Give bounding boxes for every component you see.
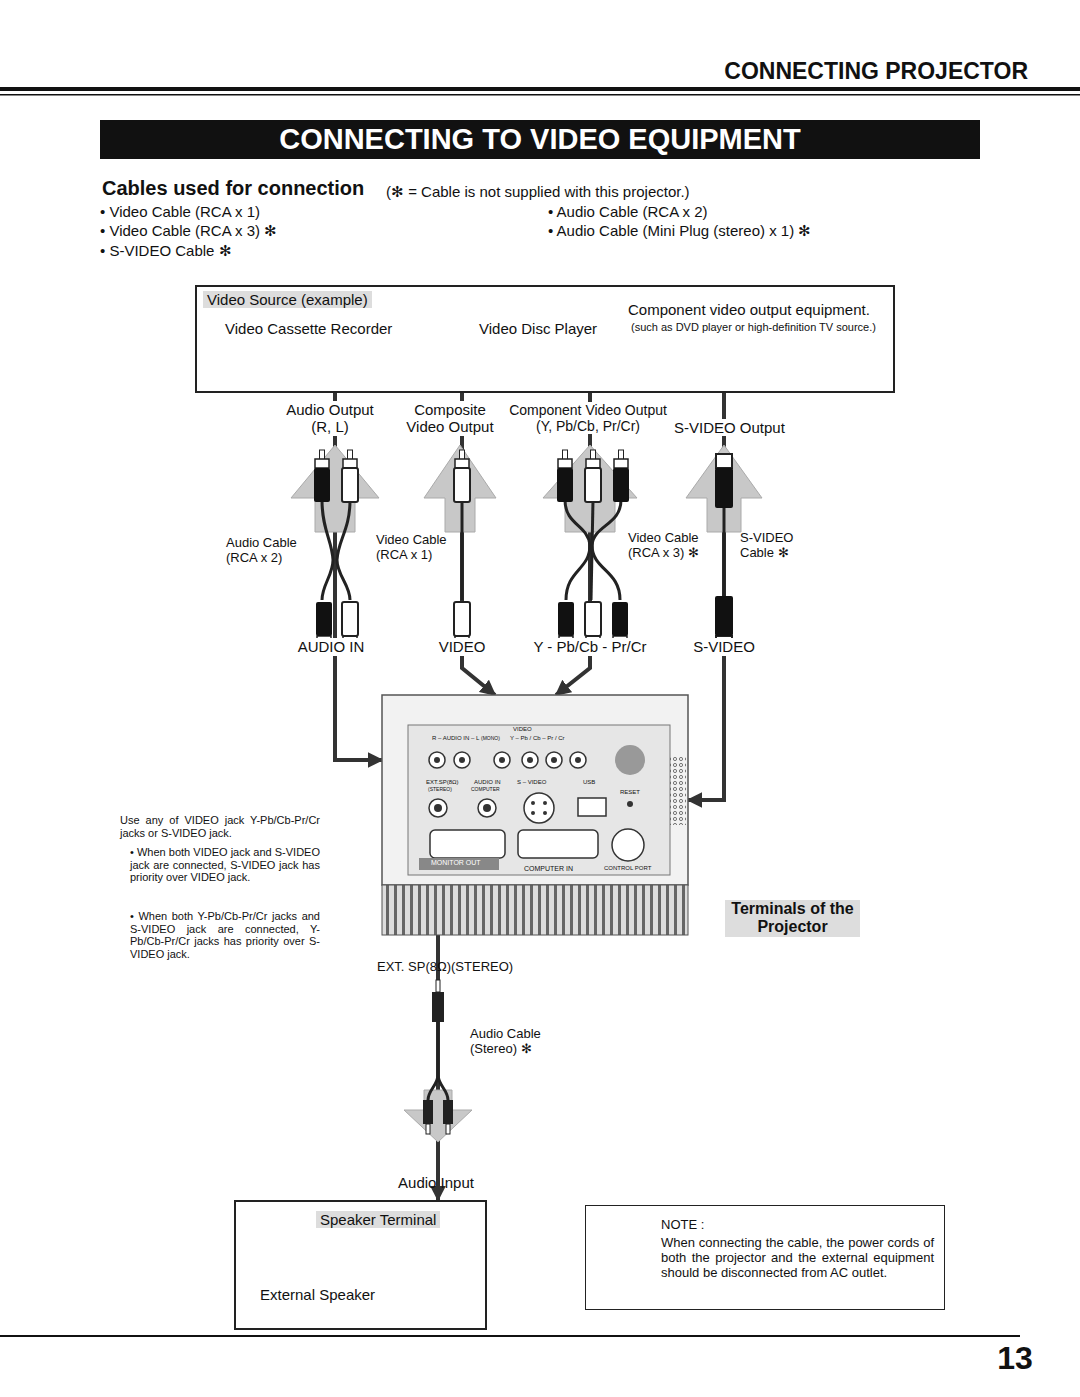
label: S-VIDEO Cable ✻ — [740, 531, 806, 561]
node-text: AUDIO IN — [474, 779, 501, 786]
node-text: EXT.SP(8Ω) — [426, 779, 459, 786]
label: • Audio Cable (RCA x 2) — [548, 203, 708, 220]
label: • When both Y-Pb/Cb-Pr/Cr jacks and S-VI… — [130, 910, 320, 961]
title-band: CONNECTING TO VIDEO EQUIPMENT — [100, 120, 980, 159]
node-text: COMPUTER — [471, 787, 500, 793]
label: • Video Cable (RCA x 1) — [100, 203, 260, 220]
node-text: MONITOR OUT — [431, 859, 481, 867]
component-cable — [565, 500, 621, 600]
label: • S-VIDEO Cable ✻ — [100, 242, 232, 259]
connector-label: AUDIO IN — [295, 638, 368, 655]
label: • Audio Cable (Mini Plug (stereo) x 1) ✻ — [548, 222, 811, 239]
node-text: Speaker Terminal — [316, 1211, 440, 1228]
label: Audio Cable (Stereo) ✻ — [470, 1027, 560, 1057]
node-text: VIDEO — [513, 726, 532, 733]
video-source-box: Video Source (example) Video Cassette Rec… — [195, 285, 895, 393]
projector-terminal-panel: R – AUDIO IN – L(MONO) VIDEO Y – Pb / Cb –… — [382, 695, 688, 935]
label: Component Video Output (Y, Pb/Cb, Pr/Cr) — [503, 402, 673, 434]
node-text: RESET — [620, 789, 640, 796]
label: Audio Cable (RCA x 2) — [226, 536, 310, 566]
label: 13 — [990, 1340, 1040, 1377]
connector-label: VIDEO — [436, 638, 489, 655]
label: Video Cable (RCA x 1) — [376, 533, 454, 563]
connector-label: Y - Pb/Cb - Pr/Cr — [530, 638, 649, 655]
label: (✻ = Cable is not supplied with this pro… — [386, 183, 690, 200]
node-text: Video Source (example) — [203, 291, 372, 308]
plug-direction-arrow — [291, 445, 762, 1142]
connector-label: S-VIDEO — [690, 638, 758, 655]
note-box: NOTE : When connecting the cable, the pow… — [585, 1205, 945, 1310]
label: Composite Video Output — [400, 401, 500, 436]
label: Terminals of the Projector — [725, 900, 860, 937]
node-text: (such as DVD player or high-definition T… — [631, 321, 876, 334]
node-text: COMPUTER IN — [524, 865, 573, 873]
node-text: Video Cassette Recorder — [225, 320, 392, 337]
node-text: Video Disc Player — [479, 320, 597, 337]
label: S-VIDEO Output — [674, 419, 785, 436]
node-text: Y – Pb / Cb – Pr / Cr — [510, 735, 565, 742]
node-text: External Speaker — [260, 1286, 375, 1303]
node-text: When connecting the cable, the power cor… — [661, 1236, 934, 1281]
label: Use any of VIDEO jack Y-Pb/Cb-Pr/Cr jack… — [120, 814, 320, 839]
stereo-cable — [423, 980, 453, 1134]
label: CONNECTING PROJECTOR — [560, 58, 1028, 84]
node-text: (STEREO) — [428, 787, 452, 793]
label: • Video Cable (RCA x 3) ✻ — [100, 222, 277, 239]
label: Audio Output (R, L) — [280, 401, 380, 436]
node-text: (MONO) — [481, 736, 500, 742]
projector-panel — [382, 695, 688, 935]
title: CONNECTING TO VIDEO EQUIPMENT — [100, 123, 980, 156]
label: • When both VIDEO jack and S-VIDEO jack … — [130, 846, 320, 884]
label: Audio Input — [386, 1174, 486, 1191]
node-text: R – AUDIO IN – L — [432, 735, 479, 742]
node-text: USB — [583, 779, 595, 786]
audio-cable — [322, 500, 350, 600]
node-text: S – VIDEO — [517, 779, 546, 786]
label: EXT. SP(8Ω)(STEREO) — [377, 960, 513, 975]
label: Cables used for connection — [102, 177, 364, 200]
connector — [335, 393, 382, 760]
node-text: NOTE : — [661, 1218, 704, 1233]
external-speaker-box: Speaker TerminalExternal Speaker — [234, 1200, 487, 1330]
node-text: Component video output equipment. — [628, 301, 870, 318]
node-text: CONTROL PORT — [604, 865, 651, 872]
label: Video Cable (RCA x 3) ✻ — [628, 531, 710, 561]
